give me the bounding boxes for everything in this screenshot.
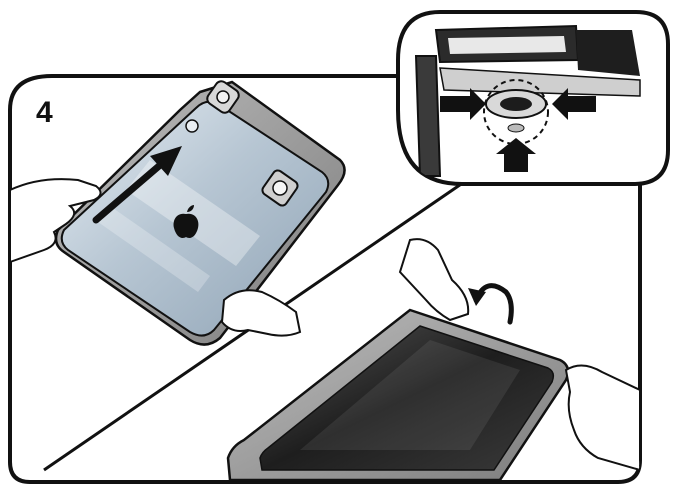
step-number: 4 <box>36 96 53 129</box>
camera-lens-icon <box>186 120 198 132</box>
zoom-inset <box>398 12 668 184</box>
